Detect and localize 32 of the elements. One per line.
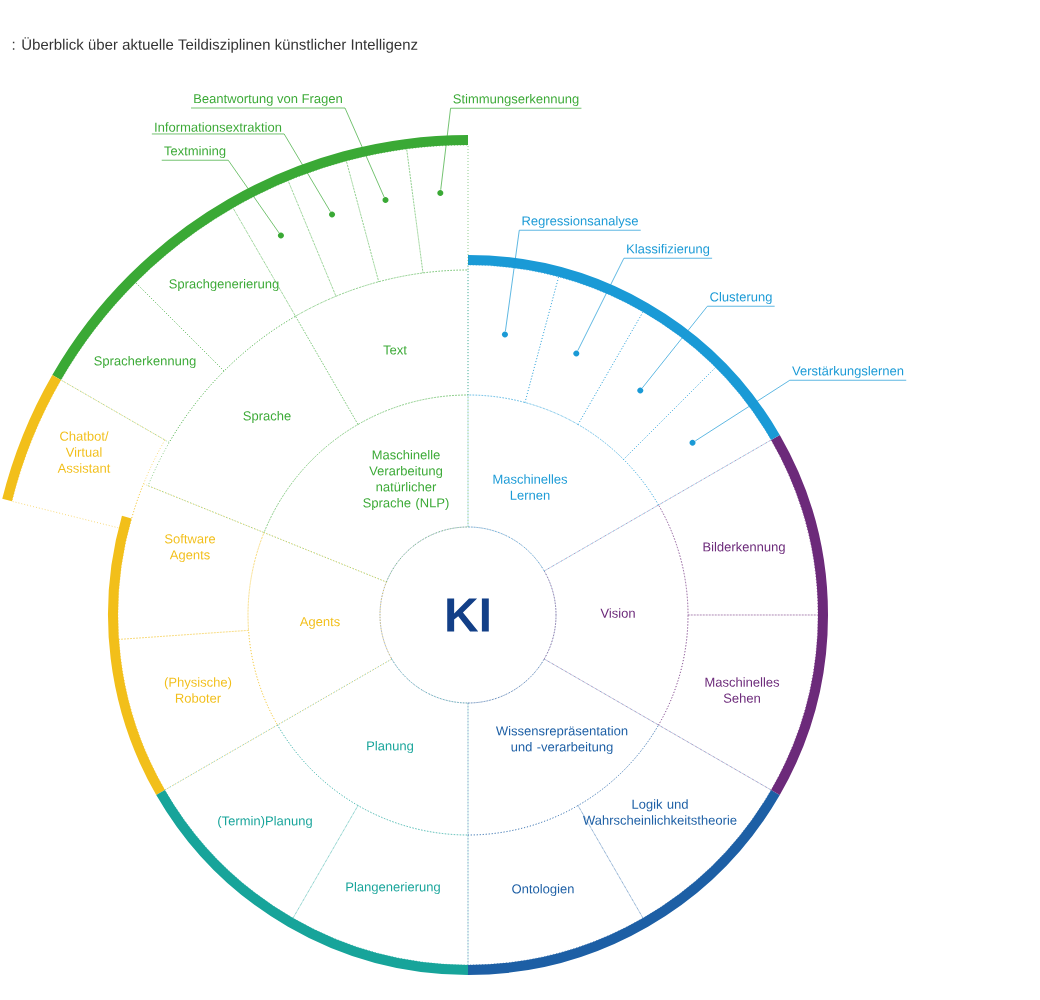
leader-line: [190, 107, 385, 198]
leader-line: [161, 159, 280, 234]
ring-segment: Vision: [543, 504, 689, 726]
ring-segment: Maschinelles Sehen: [658, 614, 819, 791]
ring-segment: Text: [295, 269, 469, 425]
leader-label: Regressionsanalyse: [522, 215, 638, 229]
title: : Überblick über aktuelle Teildisziplinen künstlicher Intelligenz: [12, 37, 418, 53]
ring-segment: [346, 148, 424, 283]
leader-label: Stimmungserkennung: [453, 93, 579, 107]
leader-line: [151, 133, 331, 213]
leader-line: [505, 229, 642, 332]
leader-line: [641, 305, 775, 389]
ring-segment: Maschinelles Lernen: [467, 394, 659, 572]
leader-label: Textmining: [164, 145, 226, 159]
leader-line: [694, 379, 907, 442]
leader-line: [577, 257, 713, 352]
leader-label: Verstärkungslernen: [792, 365, 904, 379]
ring-segment: [467, 264, 559, 403]
leader-line: [440, 107, 582, 191]
ring-segment: Bilderkennung: [658, 439, 819, 616]
ring-segment: [577, 311, 716, 460]
leader-label: Klassifizierung: [627, 243, 710, 257]
ring-segment: [623, 367, 772, 506]
ring-segment: [406, 144, 469, 274]
ring-segment: Software Agents: [117, 483, 265, 640]
leader-label: Beantwortung von Fragen: [194, 94, 342, 106]
leader-label: Clusterung: [710, 291, 772, 305]
ring-segment: Chatbot/ Virtual Assistant: [11, 379, 166, 531]
leader-label: Informationsextraktion: [155, 122, 282, 132]
ring-segment: [524, 276, 644, 425]
ring-segment: Agents: [247, 532, 393, 726]
ring-segment: (Physische) Roboter: [118, 630, 278, 791]
